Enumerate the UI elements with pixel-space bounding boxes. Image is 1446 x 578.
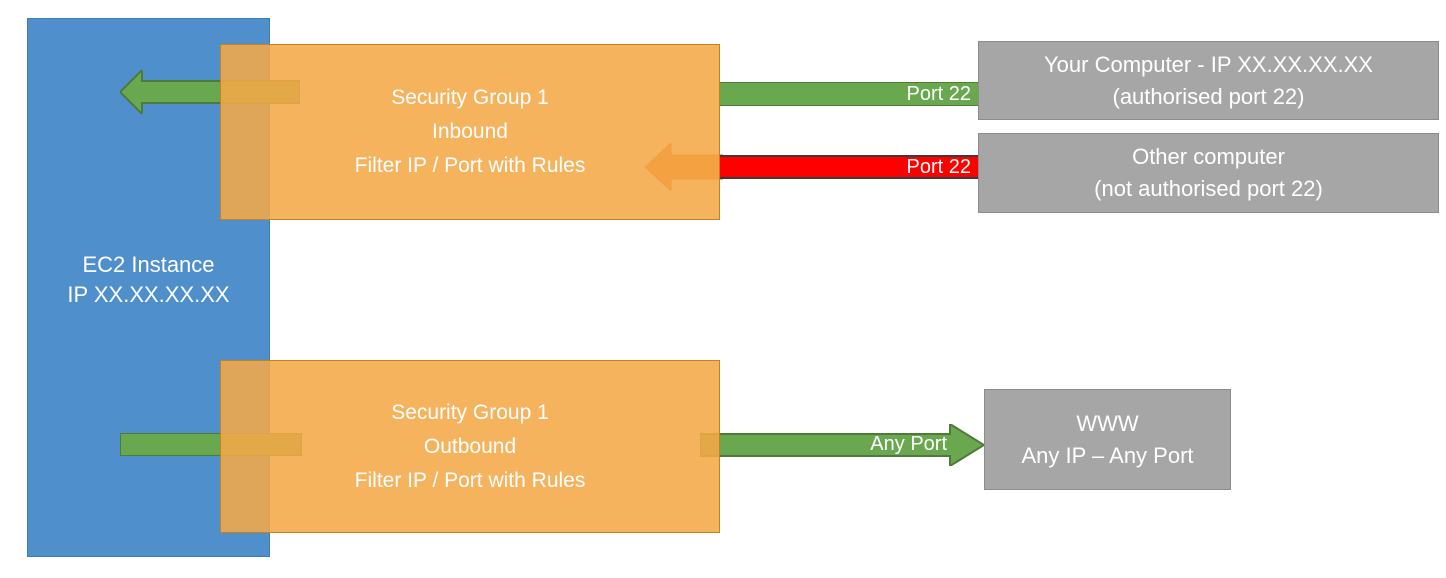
allowed-outbound-arrow-icon xyxy=(699,422,986,468)
sg-inbound-direction: Inbound xyxy=(432,120,508,143)
other-computer-name: Other computer xyxy=(1132,144,1285,169)
your-computer-name: Your Computer - IP XX.XX.XX.XX xyxy=(1044,51,1373,77)
sg-outbound-direction: Outbound xyxy=(423,434,517,458)
endpoint-other-computer: Other computer (not authorised port 22) xyxy=(978,133,1439,213)
security-group-inbound-box: Security Group 1 Inbound Filter IP / Por… xyxy=(220,44,720,220)
endpoint-your-computer: Your Computer - IP XX.XX.XX.XX (authoris… xyxy=(978,41,1439,120)
www-note: Any IP – Any Port xyxy=(1021,442,1194,468)
blocked-inbound-wire xyxy=(719,155,978,179)
endpoint-www: WWW Any IP – Any Port xyxy=(984,389,1231,490)
sg-outbound-description: Filter IP / Port with Rules xyxy=(354,468,586,492)
www-name: WWW xyxy=(1076,410,1139,436)
other-computer-note: (not authorised port 22) xyxy=(1094,176,1323,201)
allowed-inbound-wire xyxy=(719,82,978,106)
sg-inbound-description: Filter IP / Port with Rules xyxy=(354,154,586,177)
sg-outbound-title: Security Group 1 xyxy=(391,400,549,424)
security-group-outbound-box: Security Group 1 Outbound Filter IP / Po… xyxy=(220,360,720,533)
your-computer-note: (authorised port 22) xyxy=(1112,83,1305,109)
sg-inbound-title: Security Group 1 xyxy=(391,86,549,109)
